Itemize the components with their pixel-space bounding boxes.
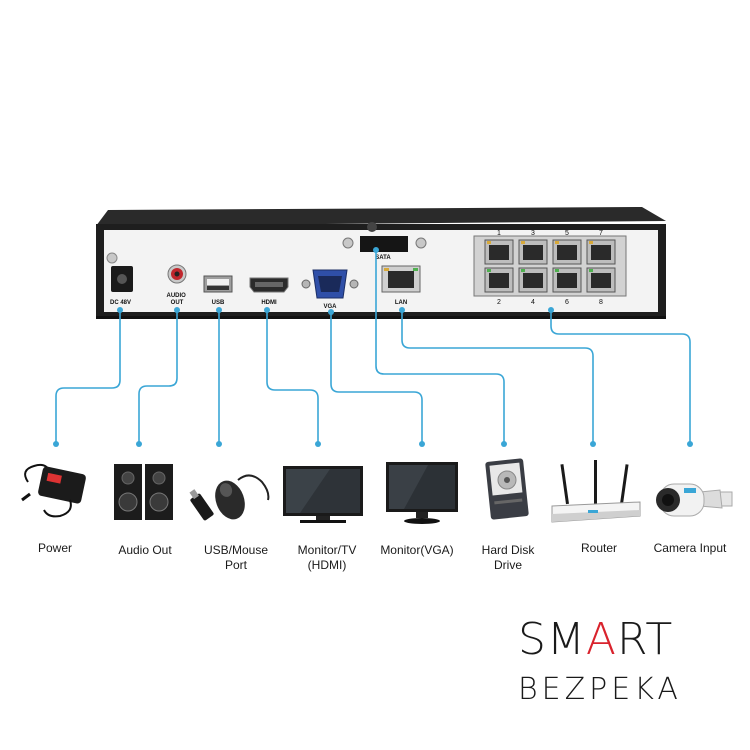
vga-line [330, 312, 423, 444]
poe-port-number: 8 [599, 299, 603, 306]
brand-name: SMART [518, 614, 674, 665]
port-led [555, 269, 559, 272]
dc-port-label: DC 48V [110, 300, 131, 306]
connector-dot [501, 441, 507, 447]
label-monitor-hdmi: Monitor/TV (HDMI) [297, 543, 357, 572]
port-led [589, 241, 593, 244]
sata-label: SATA [375, 255, 391, 261]
connector-lines [55, 250, 691, 444]
lan-port: LAN [381, 265, 421, 306]
tv-monitor-icon [283, 466, 363, 523]
label-monitor-vga: Monitor(VGA) [380, 543, 454, 557]
connector-dot [419, 441, 425, 447]
connector-dot [548, 307, 554, 313]
usb-port: USB [203, 275, 233, 306]
rj45-socket [489, 273, 509, 288]
label-usb-mouse: USB/Mouse Port [203, 543, 269, 572]
label-hard-disk: Hard Disk Drive [481, 543, 535, 572]
vga-port-label: VGA [323, 304, 337, 310]
poe-port-number: 6 [565, 299, 569, 306]
bullet-camera-icon [656, 483, 733, 517]
rj45-socket [557, 273, 577, 288]
hard-disk-icon [485, 458, 529, 520]
usb-port-label: USB [212, 300, 225, 306]
lan-port-label: LAN [395, 300, 407, 306]
power-adapter-icon [21, 463, 86, 518]
poe-port-number: 7 [599, 230, 603, 237]
connector-dot [53, 441, 59, 447]
vga-port: VGA [301, 269, 359, 310]
poe-port-number: 1 [497, 230, 501, 237]
audio-port-label: AUDIO OUT [166, 293, 187, 306]
hdmi-port-label: HDMI [261, 300, 277, 306]
connector-dot [399, 307, 405, 313]
padlock-letter-icon: A [585, 614, 618, 665]
label-audio-out: Audio Out [118, 543, 172, 557]
poe-port-number: 2 [497, 299, 501, 306]
connector-dot [136, 441, 142, 447]
rj45-socket [523, 273, 543, 288]
rj45-socket [591, 245, 611, 260]
label-router: Router [580, 541, 618, 555]
port-led [487, 241, 491, 244]
poe-line [550, 310, 691, 444]
port-led [589, 269, 593, 272]
dc-power-port: DC 48V [106, 252, 133, 306]
connector-dot [216, 441, 222, 447]
port-led [521, 241, 525, 244]
sata-slot: SATA [342, 222, 427, 261]
poe-ports: 1 2 3 4 5 6 7 8 [473, 230, 627, 306]
brand-logo-primary: SMART [518, 614, 718, 665]
nvr-device: DC 48V AUDIO OUT USB HDMI [96, 207, 666, 319]
rj45-socket [523, 245, 543, 260]
audio-out-port: AUDIO OUT [166, 264, 187, 306]
brand-subname: BEZPEKA [518, 672, 682, 707]
power-line [55, 310, 121, 444]
port-led [521, 269, 525, 272]
poe-port-number: 4 [531, 299, 535, 306]
connector-dot [687, 441, 693, 447]
label-camera-input: Camera Input [653, 541, 727, 555]
brand-logo-secondary: BEZPEKA [518, 672, 718, 707]
connector-dot [590, 441, 596, 447]
vga-monitor-icon [386, 462, 458, 524]
hdmi-line [266, 310, 319, 444]
rj45-socket [557, 245, 577, 260]
sata-line [375, 250, 505, 444]
connector-dot [174, 307, 180, 313]
poe-port-number: 5 [565, 230, 569, 237]
speakers-icon [114, 464, 173, 520]
connector-dot [264, 307, 270, 313]
poe-port-number: 3 [531, 230, 535, 237]
connector-dot [315, 441, 321, 447]
label-power: Power [37, 541, 72, 555]
port-led [555, 241, 559, 244]
connector-dot [216, 307, 222, 313]
connector-dot [373, 247, 379, 253]
hdmi-port: HDMI [249, 277, 289, 306]
connector-dot [117, 307, 123, 313]
rj45-socket [489, 245, 509, 260]
connector-dot [328, 309, 334, 315]
lan-line [401, 310, 594, 444]
router-icon [551, 460, 641, 523]
rj45-socket [591, 273, 611, 288]
usb-mouse-icon [189, 474, 270, 521]
audio-line [138, 310, 178, 444]
port-led [487, 269, 491, 272]
